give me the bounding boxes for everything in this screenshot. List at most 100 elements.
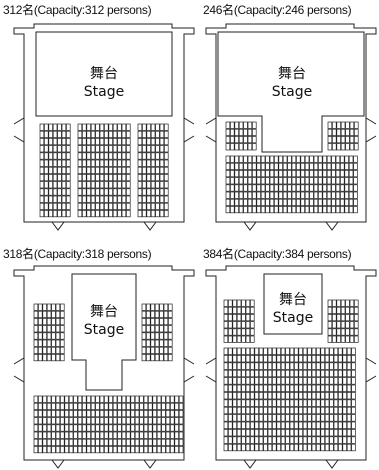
seat — [95, 145, 100, 153]
seat — [33, 339, 39, 347]
seat — [108, 202, 113, 210]
seat — [112, 395, 118, 403]
seat — [340, 143, 346, 151]
seat — [121, 195, 127, 203]
seat — [250, 429, 255, 437]
seat — [77, 152, 83, 160]
seat — [164, 123, 169, 131]
seat — [232, 414, 237, 422]
room-outline — [13, 23, 195, 223]
seat — [320, 392, 325, 400]
seat — [66, 145, 71, 153]
seat — [86, 123, 91, 131]
seat — [117, 166, 122, 174]
seat — [228, 362, 233, 370]
seat — [250, 414, 255, 422]
seat — [318, 198, 323, 206]
seat — [156, 402, 162, 410]
seat — [267, 362, 273, 370]
seat — [126, 159, 131, 167]
seat — [51, 354, 56, 362]
seat — [33, 346, 39, 354]
seat — [338, 399, 343, 407]
seat — [51, 325, 56, 333]
seat — [349, 314, 355, 322]
seat — [304, 177, 310, 185]
seat — [228, 414, 233, 422]
seat — [38, 438, 43, 446]
seat — [327, 328, 333, 336]
seat — [90, 123, 96, 131]
seat — [326, 155, 332, 163]
seat — [243, 177, 248, 185]
seat — [236, 362, 242, 370]
seat — [282, 191, 288, 199]
seat — [300, 162, 305, 170]
seat — [86, 145, 91, 153]
seat — [95, 202, 100, 210]
seat — [311, 421, 317, 429]
seat — [82, 438, 87, 446]
seat — [57, 159, 62, 167]
seat — [260, 206, 266, 214]
seat — [228, 328, 233, 336]
seat — [338, 392, 343, 400]
stage-label-jp: 舞台 — [278, 66, 306, 82]
seat — [291, 155, 297, 163]
seat — [348, 170, 354, 178]
seat — [302, 443, 308, 452]
seat — [104, 210, 109, 218]
seat — [82, 123, 87, 131]
seat — [252, 170, 257, 178]
seat — [340, 170, 345, 178]
seat — [285, 421, 290, 429]
seat — [52, 145, 58, 153]
seat — [289, 414, 295, 422]
seat — [168, 318, 173, 326]
seat — [152, 446, 157, 454]
seat — [130, 402, 135, 410]
seat — [274, 191, 279, 199]
seat — [155, 123, 160, 131]
seat — [294, 377, 299, 385]
seat — [126, 402, 131, 410]
seat — [230, 121, 235, 129]
seat — [33, 431, 39, 439]
seat — [77, 210, 83, 218]
seat — [38, 417, 43, 425]
seat — [265, 198, 270, 206]
seat — [130, 410, 135, 418]
seat — [55, 303, 61, 311]
seat — [331, 184, 336, 192]
seat — [223, 306, 229, 314]
seat — [234, 206, 239, 214]
seat — [77, 446, 83, 454]
seat — [48, 174, 53, 182]
seat — [51, 446, 56, 454]
seat — [340, 128, 346, 136]
seat — [225, 198, 231, 206]
seat — [51, 438, 56, 446]
seat — [285, 384, 290, 392]
seat — [245, 436, 251, 444]
seat — [57, 181, 62, 189]
seat — [254, 414, 259, 422]
seat — [39, 123, 45, 131]
seat — [117, 446, 122, 454]
seat — [126, 417, 131, 425]
seat — [61, 123, 67, 131]
seat — [57, 145, 62, 153]
seat — [121, 410, 127, 418]
seat — [324, 369, 330, 378]
seat — [170, 402, 175, 410]
caption-246: 246名(Capacity:246 persons) — [203, 3, 352, 17]
seat — [318, 191, 323, 199]
seat — [112, 188, 118, 196]
seat — [223, 314, 229, 322]
seat — [353, 177, 358, 185]
seat — [228, 355, 233, 363]
seat — [250, 328, 255, 336]
seat — [302, 347, 308, 355]
seat — [252, 128, 257, 136]
seat — [260, 184, 266, 192]
